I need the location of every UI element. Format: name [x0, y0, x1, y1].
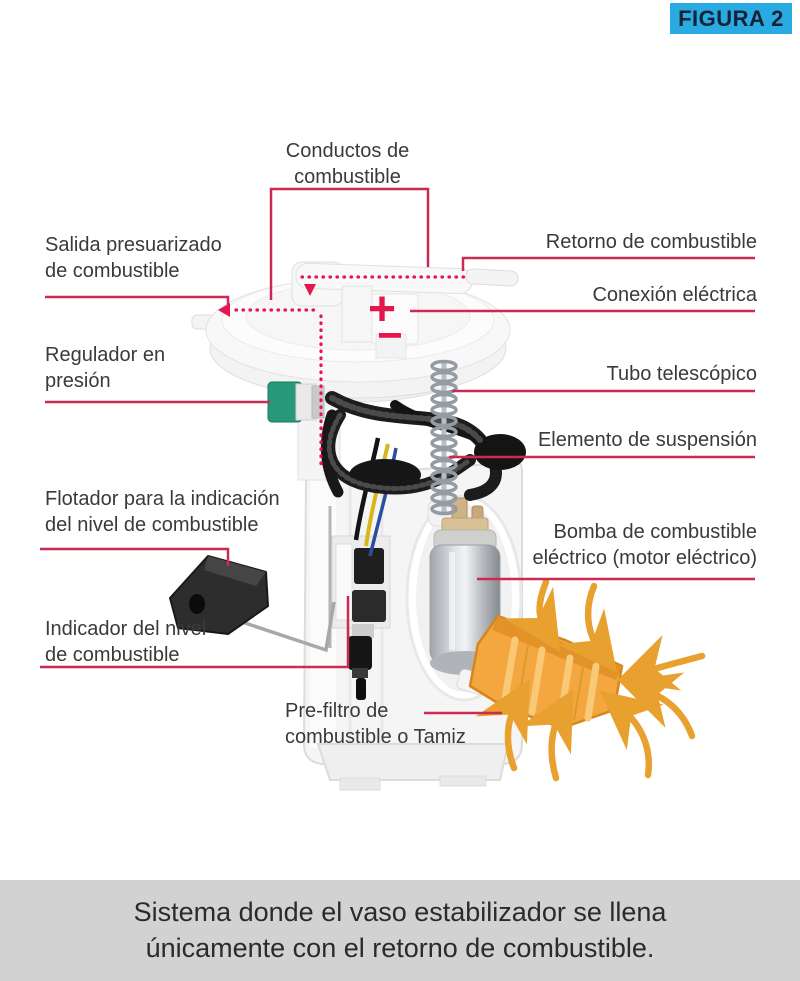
- fuel-line-tubes: [291, 261, 519, 359]
- leader-flotador: [40, 547, 230, 566]
- dotted-line-arrowheads: [218, 284, 316, 317]
- leader-indicador: [40, 596, 350, 669]
- label-tubo: Tubo telescópico: [606, 363, 757, 385]
- fuel-level-float: [169, 555, 336, 653]
- label-conductos: Conductos de combustible: [285, 140, 410, 188]
- figure-badge: FIGURA 2: [670, 3, 792, 34]
- positive-terminal-symbol: +: [368, 283, 397, 336]
- dotted-flow-lines: [234, 275, 468, 470]
- negative-terminal-symbol: −: [377, 311, 403, 360]
- label-flotador: Flotador para la indicación del nivel de…: [45, 488, 280, 536]
- label-elemento: Elemento de suspensión: [537, 429, 757, 451]
- corrugated-hoses: [320, 391, 526, 501]
- left-arrowhead: [218, 303, 230, 317]
- label-retorno: Retorno de combustible: [545, 231, 757, 253]
- caption-line-2: únicamente con el retorno de combustible…: [145, 932, 655, 963]
- caption-line-1: Sistema donde el vaso estabilizador se l…: [133, 896, 667, 927]
- electric-fuel-pump: [429, 497, 501, 675]
- caption-band: Sistema donde el vaso estabilizador se l…: [0, 880, 800, 981]
- label-salida: Salida presuarizado de combustible: [45, 234, 222, 282]
- label-conexion: Conexión eléctrica: [592, 284, 757, 306]
- label-regulador: Regulador en presión: [45, 344, 166, 392]
- label-indicador: Indicador del nivel de combustible: [45, 618, 207, 666]
- pressure-regulator: [267, 381, 325, 423]
- label-bomba: Bomba de combustible eléctrico (motor el…: [532, 521, 757, 569]
- leader-conductos: [269, 187, 430, 300]
- leader-lines: [40, 187, 755, 715]
- leader-salida: [45, 295, 230, 306]
- suspension-spring: [430, 359, 458, 516]
- down-arrowhead: [304, 284, 316, 296]
- label-prefiltro: Pre-filtro de combustible o Tamiz: [285, 700, 466, 748]
- leader-retorno: [461, 256, 755, 271]
- fuel-flow-arrows: [475, 578, 706, 782]
